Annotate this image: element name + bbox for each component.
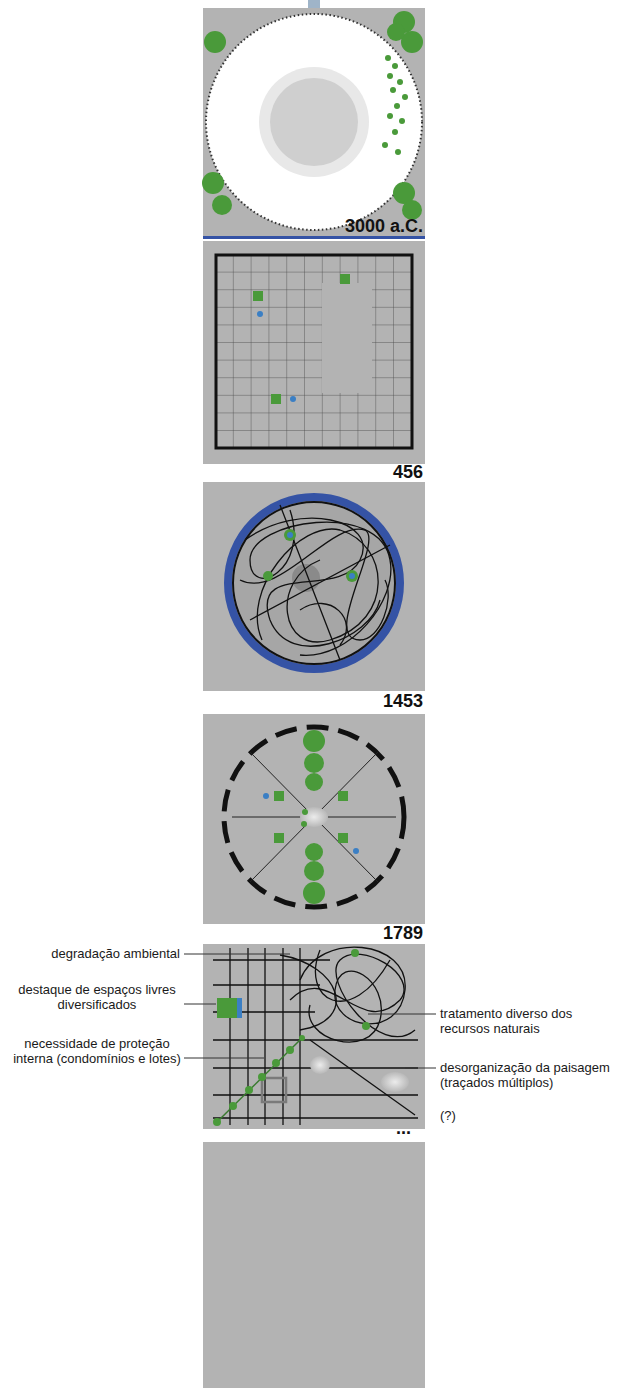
ellipsis-mark: ... xyxy=(396,1118,411,1138)
callout-label: degradação ambiental xyxy=(5,946,180,961)
panel-3000bc xyxy=(202,8,425,239)
callout-label: tratamento diverso dos recursos naturais xyxy=(440,1006,620,1036)
top-stub xyxy=(308,0,320,8)
year-label: 1789 xyxy=(383,923,423,943)
callout-label: (?) xyxy=(440,1108,456,1123)
callout-label: desorganização da paisagem (traçados múl… xyxy=(440,1060,620,1090)
panel-1453 xyxy=(203,482,425,691)
year-label: 456 xyxy=(393,462,423,482)
leader-lines xyxy=(184,954,436,1068)
panel-456 xyxy=(203,241,425,464)
year-label: 3000 a.C. xyxy=(345,216,423,236)
callout-label: destaque de espaços livres diversificado… xyxy=(12,982,182,1012)
year-label: 1453 xyxy=(383,691,423,711)
empty-panel xyxy=(203,1142,425,1388)
panel-1789 xyxy=(203,944,425,1129)
panel-renaissance xyxy=(203,714,425,924)
callout-label: necessidade de proteção interna (condomí… xyxy=(12,1036,182,1066)
